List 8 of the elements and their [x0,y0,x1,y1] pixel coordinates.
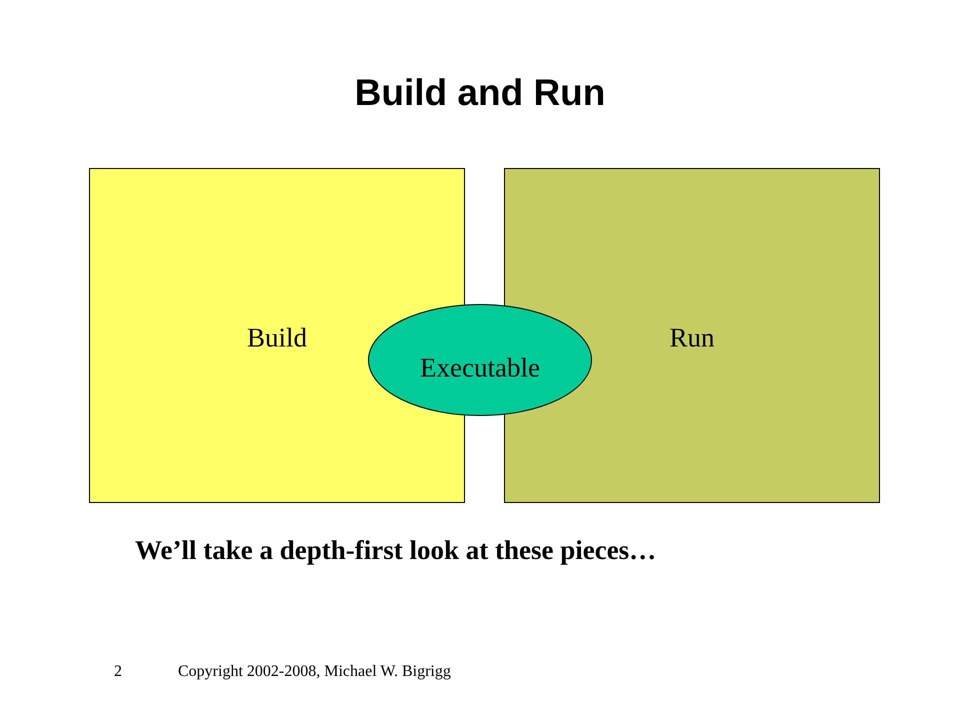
copyright-text: Copyright 2002-2008, Michael W. Bigrigg [178,663,451,681]
title: Build and Run [354,72,606,114]
executable-ellipse [368,304,592,416]
node-label: Build [247,322,307,354]
page-number: 2 [114,663,122,681]
note-text: We’ll take a depth-first look at these pieces… [135,535,656,566]
node-label: Executable [420,352,540,384]
node-label: Run [670,322,714,354]
